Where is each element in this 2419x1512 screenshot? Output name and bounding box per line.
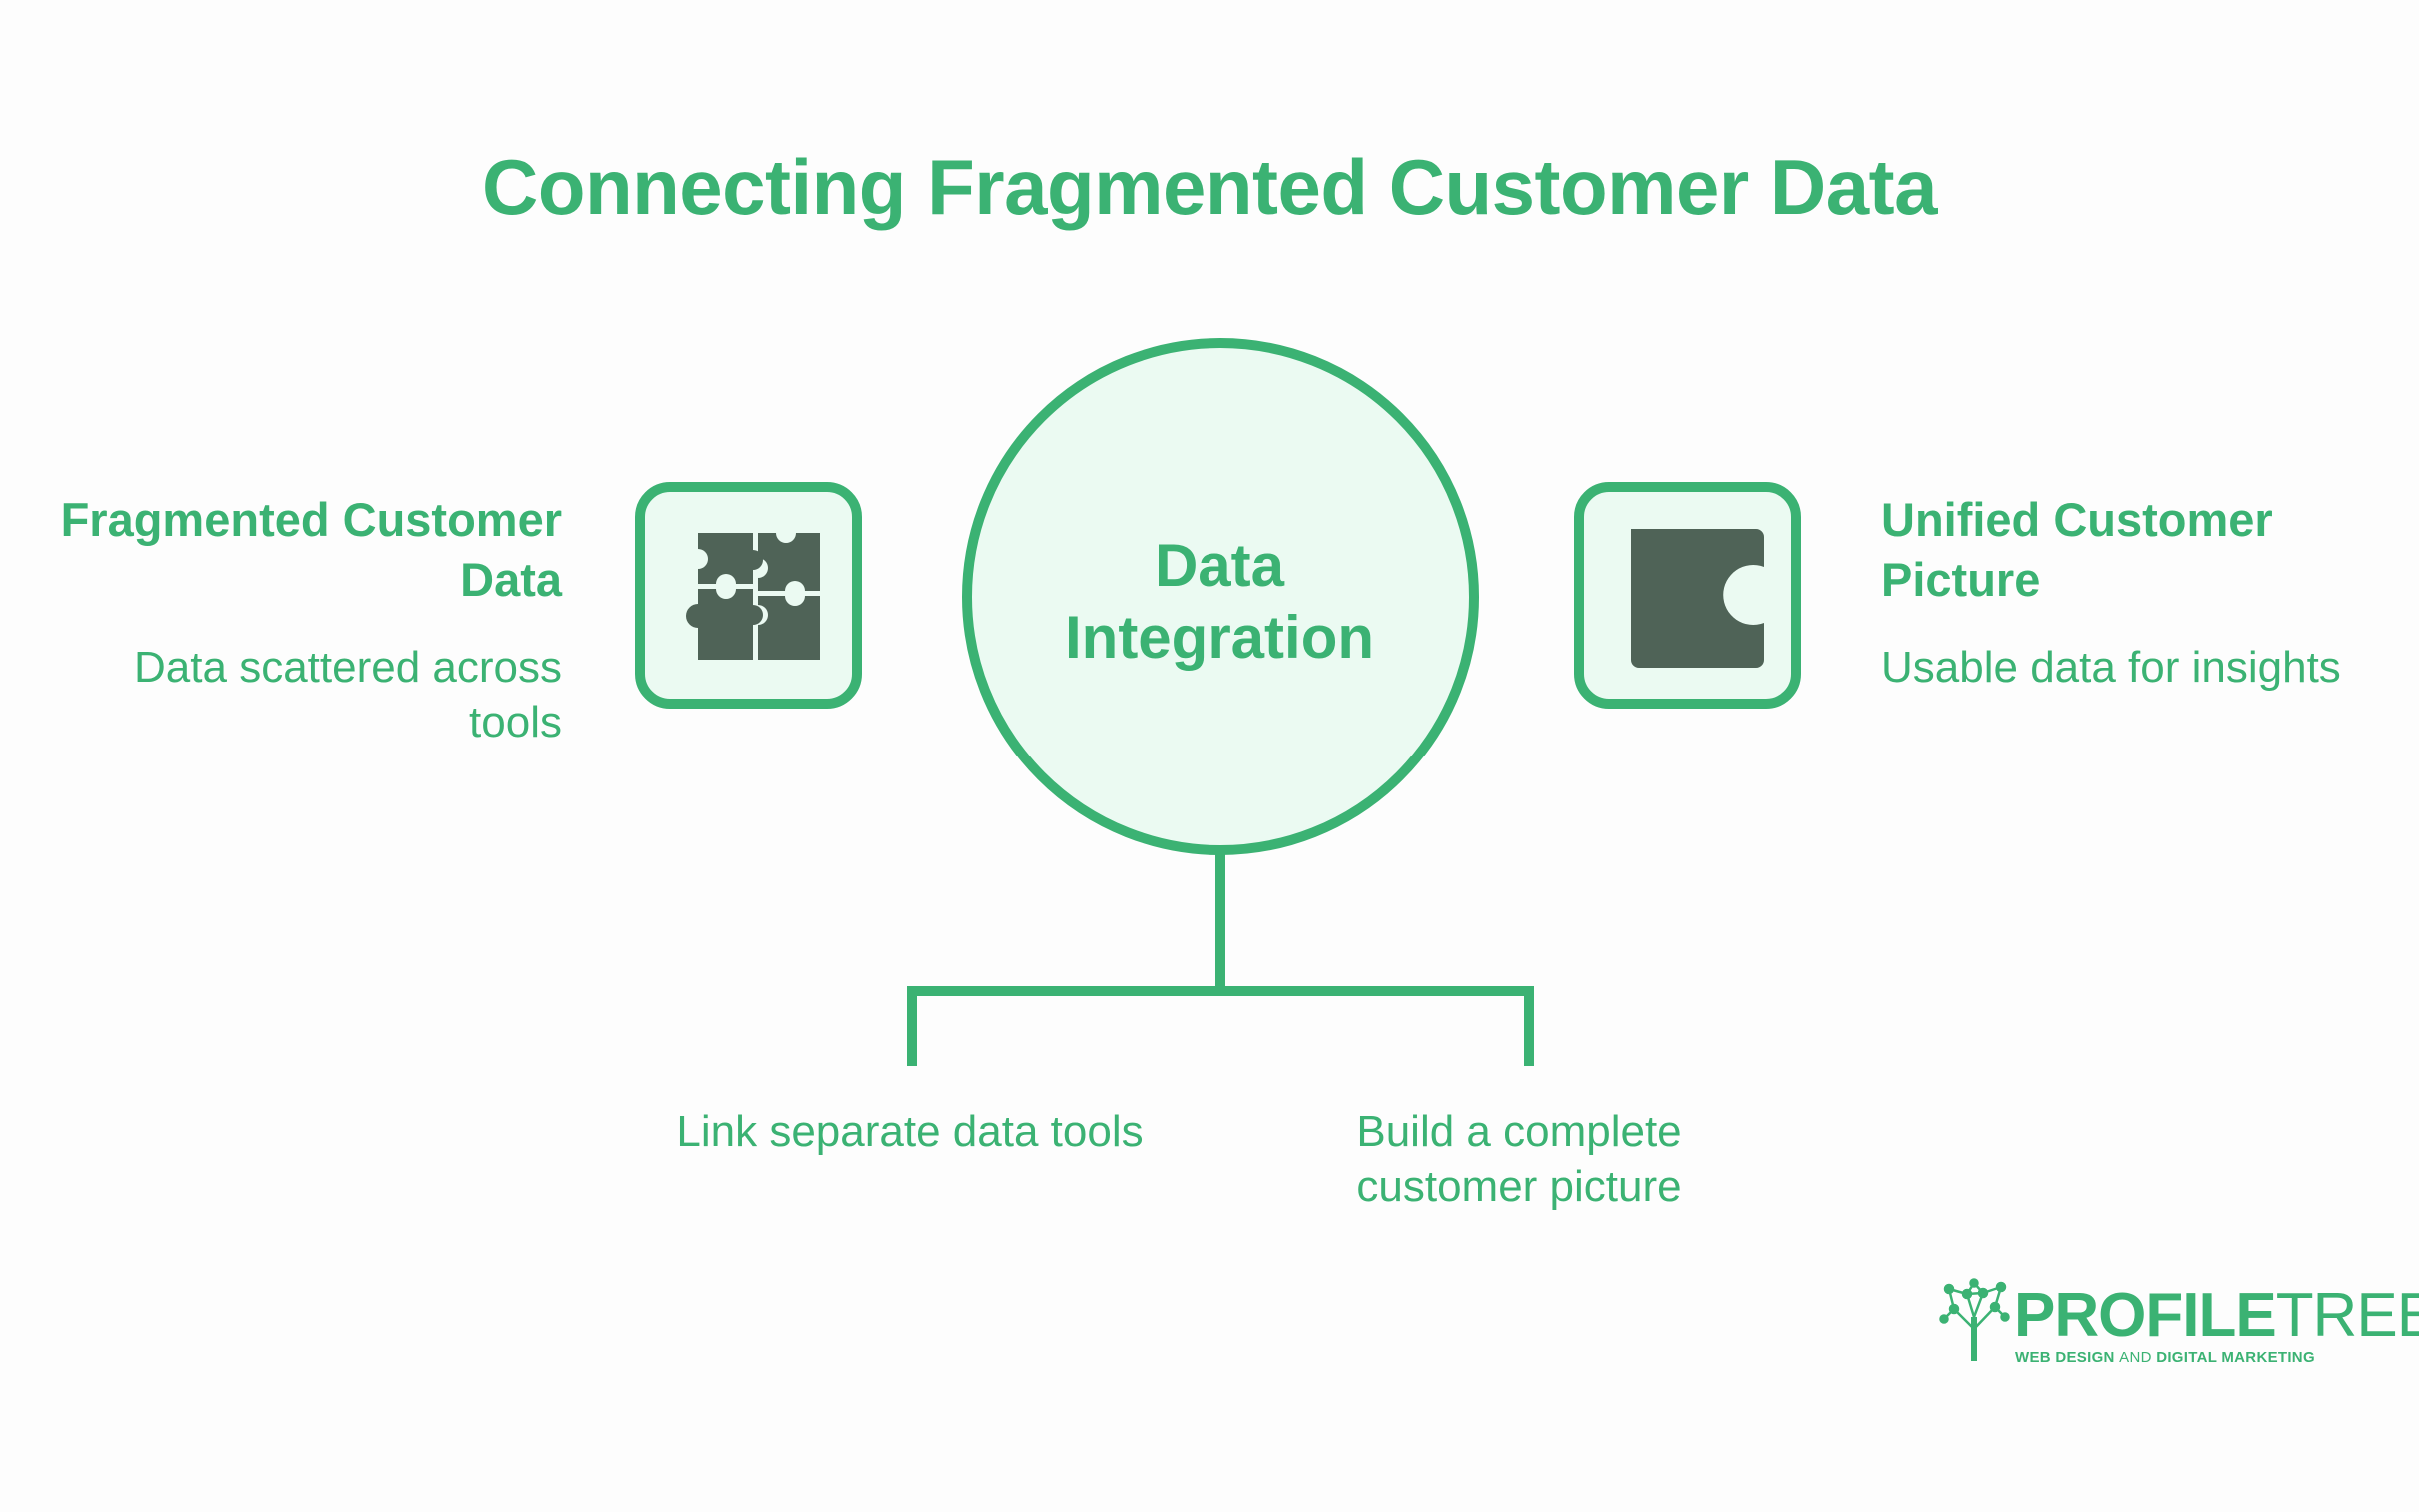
left-desc-line1: Data scattered across <box>134 643 562 692</box>
logo-tagline: WEB DESIGN AND DIGITAL MARKETING <box>2015 1349 2315 1366</box>
single-puzzle-piece-icon <box>1574 482 1801 709</box>
left-heading: Fragmented Customer Data <box>50 490 562 610</box>
right-description: Usable data for insights <box>1881 640 2401 695</box>
right-heading-line2: Picture <box>1881 553 2041 606</box>
center-label: Data Integration <box>1020 530 1419 674</box>
left-description: Data scattered across tools <box>50 640 562 750</box>
right-heading-line1: Unified Customer <box>1881 493 2273 546</box>
left-heading-line2: Data <box>460 553 562 606</box>
branch-left-label: Link separate data tools <box>676 1107 1144 1156</box>
left-desc-line2: tools <box>469 698 562 747</box>
branch-right-label: Build a complete customer picture <box>1269 1104 1769 1214</box>
logo-tagline-part1: WEB DESIGN <box>2015 1349 2115 1366</box>
branch-right-line2: customer picture <box>1356 1162 1682 1211</box>
right-heading: Unified Customer Picture <box>1881 490 2401 610</box>
tree-network-icon <box>1939 1278 2010 1361</box>
right-desc-line1: Usable data for insights <box>1881 643 2341 692</box>
logo-tagline-part3: DIGITAL MARKETING <box>2156 1349 2315 1366</box>
logo-name-part1: PROFILE <box>2014 1281 2277 1350</box>
branch-right-line1: Build a complete <box>1356 1107 1682 1156</box>
logo-name-part2: TREE <box>2275 1281 2419 1350</box>
right-text-block: Unified Customer Picture Usable data for… <box>1881 490 2401 695</box>
branch-connector <box>907 850 1534 1066</box>
puzzle-pieces-icon <box>635 482 862 709</box>
left-text-block: Fragmented Customer Data Data scattered … <box>50 490 562 750</box>
logo-wordmark: PROFILETREE <box>2014 1283 2419 1349</box>
center-label-line1: Data <box>1154 532 1285 599</box>
left-heading-line1: Fragmented Customer <box>60 493 562 546</box>
page-title: Connecting Fragmented Customer Data <box>481 143 1938 231</box>
center-label-line2: Integration <box>1065 604 1374 671</box>
logo-tagline-part2: AND <box>2119 1349 2152 1366</box>
